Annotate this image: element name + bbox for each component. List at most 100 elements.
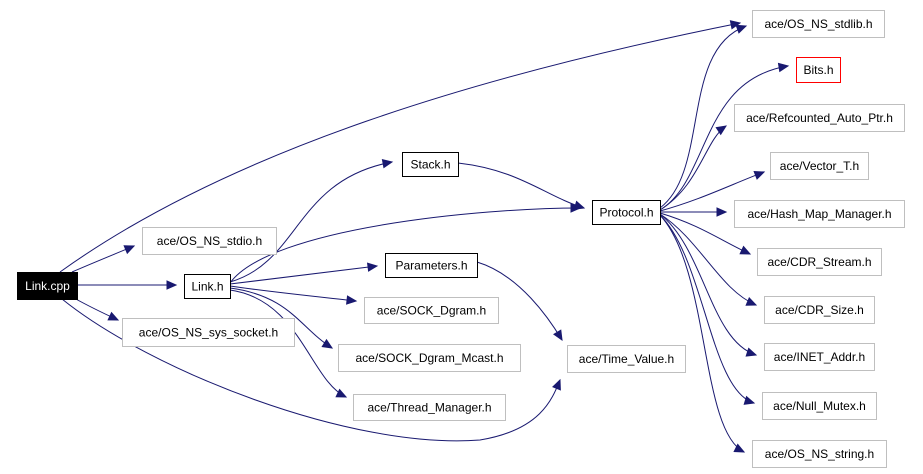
node-label: Link.cpp: [25, 279, 70, 293]
edge-protocol-h-to-hash-map-manager: [660, 207, 728, 217]
arrowhead-icon: [552, 378, 561, 391]
edge-link-cpp-to-link-h: [77, 280, 178, 290]
node-label: ace/Thread_Manager.h: [367, 401, 491, 415]
node-box: [752, 440, 887, 468]
edge-protocol-h-to-vector-t: [659, 170, 766, 212]
node-box: [757, 248, 882, 276]
edge-line: [229, 287, 333, 349]
edge-line: [659, 213, 757, 356]
arrowhead-icon: [335, 388, 348, 398]
node-label: ace/Hash_Map_Manager.h: [747, 207, 891, 221]
node-box: [364, 297, 499, 324]
arrowhead-icon: [166, 280, 178, 290]
node-box: [338, 344, 521, 372]
node-label: ace/OS_NS_sys_socket.h: [139, 326, 278, 340]
arrowhead-icon: [716, 207, 728, 217]
node-cdr-size: ace/CDR_Size.h: [764, 296, 875, 324]
edge-parameters-h-to-time-value: [476, 261, 563, 342]
node-box: [385, 253, 478, 278]
node-protocol-h[interactable]: Protocol.h: [592, 200, 661, 225]
node-box: [402, 152, 459, 177]
edge-line: [61, 298, 561, 442]
node-link-cpp[interactable]: Link.cpp: [17, 272, 78, 300]
arrowhead-icon: [745, 347, 758, 357]
node-label: ace/Vector_T.h: [780, 159, 859, 173]
edge-line: [659, 213, 757, 306]
edge-link-cpp-to-os-ns-sys-socket: [73, 297, 120, 321]
edge-link-cpp-to-time-value: [61, 298, 561, 442]
node-label: Stack.h: [410, 158, 450, 172]
arrowhead-icon: [346, 295, 358, 305]
node-label: ace/OS_NS_string.h: [765, 447, 874, 461]
edge-line: [457, 162, 585, 209]
arrowhead-icon: [123, 245, 136, 255]
node-box: [17, 272, 78, 300]
edge-line: [659, 212, 751, 255]
arrowhead-icon: [743, 395, 756, 405]
node-box: [142, 227, 277, 255]
node-link-h[interactable]: Link.h: [184, 274, 231, 299]
node-box: [762, 392, 877, 420]
node-stack-h[interactable]: Stack.h: [402, 152, 459, 177]
node-cdr-stream: ace/CDR_Stream.h: [757, 248, 882, 276]
edge-protocol-h-to-bits-h: [659, 62, 790, 211]
edge-line: [59, 22, 741, 273]
node-box: [122, 318, 295, 347]
node-os-ns-stdio: ace/OS_NS_stdio.h: [142, 227, 277, 255]
edge-protocol-h-to-os-ns-stdlib: [659, 24, 748, 209]
arrowhead-icon: [733, 443, 746, 453]
arrowhead-icon: [739, 245, 752, 255]
arrowhead-icon: [777, 62, 790, 73]
arrowhead-icon: [735, 24, 748, 34]
edge-line: [659, 214, 755, 404]
edge-stack-h-to-protocol-h: [457, 162, 586, 210]
node-inet-addr: ace/INET_Addr.h: [764, 343, 875, 371]
node-label: ace/CDR_Stream.h: [767, 255, 871, 269]
node-bits-h[interactable]: Bits.h: [796, 57, 841, 83]
edge-line: [659, 171, 765, 212]
arrowhead-icon: [715, 125, 728, 136]
edge-link-h-to-thread-manager: [229, 289, 348, 398]
edge-line: [229, 161, 393, 283]
edge-link-cpp-to-os-ns-stdio: [71, 245, 136, 273]
node-box: [353, 394, 506, 421]
node-label: ace/Refcounted_Auto_Ptr.h: [746, 111, 893, 125]
edge-link-h-to-sock-dgram: [229, 285, 358, 305]
node-label: Bits.h: [803, 63, 833, 77]
node-os-ns-stdlib: ace/OS_NS_stdlib.h: [752, 10, 885, 38]
edge-line: [229, 265, 378, 285]
node-label: ace/OS_NS_stdlib.h: [764, 17, 872, 31]
edges-layer: [59, 20, 790, 453]
node-box: [184, 274, 231, 299]
node-box: [752, 10, 885, 38]
edge-line: [659, 25, 747, 209]
edge-protocol-h-to-cdr-stream: [659, 212, 752, 255]
edge-protocol-h-to-null-mutex: [659, 214, 756, 405]
node-box: [734, 104, 905, 132]
node-time-value: ace/Time_Value.h: [567, 345, 686, 373]
node-label: ace/SOCK_Dgram_Mcast.h: [355, 351, 503, 365]
node-box: [734, 200, 905, 228]
node-label: Parameters.h: [395, 259, 467, 273]
edge-line: [229, 207, 581, 284]
edge-link-h-to-parameters-h: [229, 262, 379, 285]
node-label: Protocol.h: [599, 206, 653, 220]
arrowhead-icon: [753, 170, 766, 180]
arrowhead-icon: [553, 329, 563, 342]
node-thread-manager: ace/Thread_Manager.h: [353, 394, 506, 421]
node-null-mutex: ace/Null_Mutex.h: [762, 392, 877, 420]
arrowhead-icon: [366, 262, 379, 272]
node-box: [764, 343, 875, 371]
node-box: [592, 200, 661, 225]
edge-line: [71, 245, 135, 273]
arrowhead-icon: [573, 200, 586, 210]
node-label: ace/Time_Value.h: [579, 352, 674, 366]
node-sock-dgram-mcast: ace/SOCK_Dgram_Mcast.h: [338, 344, 521, 372]
node-hash-map-manager: ace/Hash_Map_Manager.h: [734, 200, 905, 228]
node-label: ace/CDR_Size.h: [775, 303, 864, 317]
node-box: [796, 57, 841, 83]
arrowhead-icon: [745, 296, 758, 306]
node-parameters-h[interactable]: Parameters.h: [385, 253, 478, 278]
arrowhead-icon: [321, 338, 334, 349]
